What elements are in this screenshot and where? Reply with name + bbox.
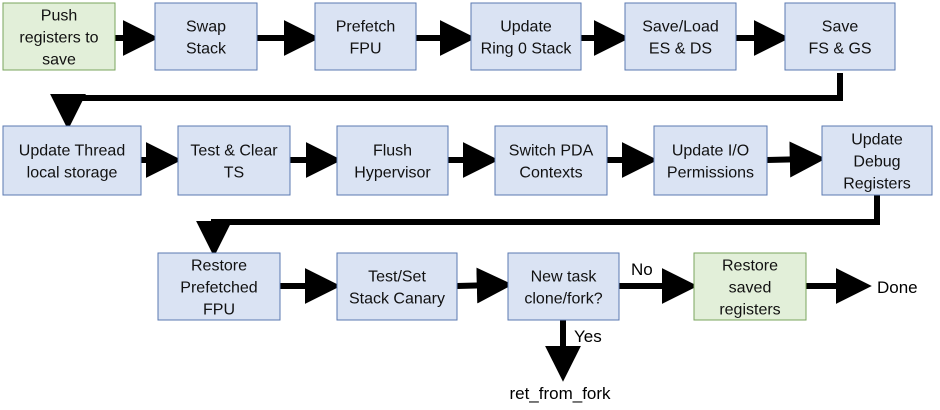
box-label-update-tls-line-2: local storage <box>27 165 118 182</box>
ret-from-fork-label: ret_from_fork <box>509 384 611 403</box>
box-label-update-ring0-line-2: Ring 0 Stack <box>481 41 573 58</box>
box-label-switch-pda-line-1: Switch PDA <box>509 143 594 160</box>
box-shape-save-load-es-ds <box>624 2 737 71</box>
arrow-save-fs-gs-to-update-tls <box>50 73 843 130</box>
box-shape-stack-canary <box>336 252 458 321</box>
box-shape-update-io <box>653 125 768 196</box>
box-label-push-line-1: Push <box>41 8 77 25</box>
box-label-switch-pda-line-2: Contexts <box>519 165 582 182</box>
box-label-test-clear-ts-line-2: TS <box>224 165 244 182</box>
box-label-update-debug-line-3: Registers <box>843 176 911 193</box>
arrow-update-debug-to-restore-fpu <box>196 195 880 257</box>
box-shape-restore-saved <box>693 252 807 321</box>
no-label: No <box>631 260 653 279</box>
box-label-update-tls-line-1: Update Thread <box>19 143 125 160</box>
box-restore-saved: Restore saved registers <box>693 252 807 321</box>
box-label-flush-hypervisor-line-1: Flush <box>373 143 412 160</box>
box-label-restore-saved-line-1: Restore <box>722 258 778 275</box>
box-shape-save-fs-gs <box>784 2 896 71</box>
box-switch-pda: Switch PDA Contexts <box>494 125 608 196</box>
yes-label: Yes <box>574 327 602 346</box>
box-new-task: New task clone/fork? <box>507 252 620 321</box>
box-shape-update-tls <box>2 125 142 196</box>
box-shape-restore-fpu <box>157 252 281 321</box>
box-save-fs-gs: Save FS & GS <box>784 2 896 71</box>
arrow-update-io-to-update-debug <box>766 141 826 178</box>
box-shape-new-task <box>507 252 620 321</box>
box-shape-update-debug <box>821 125 933 196</box>
box-label-swap-stack-line-1: Swap <box>186 19 226 36</box>
box-label-restore-fpu-line-2: Prefetched <box>180 280 257 297</box>
box-label-save-fs-gs-line-2: FS & GS <box>808 41 871 58</box>
box-label-restore-fpu-line-1: Restore <box>191 258 247 275</box>
box-label-prefetch-fpu-line-2: FPU <box>350 41 382 58</box>
box-label-push-line-3: save <box>42 52 76 69</box>
box-label-update-io-line-1: Update I/O <box>672 143 749 160</box>
box-label-flush-hypervisor-line-2: Hypervisor <box>354 165 431 182</box>
box-shape-switch-pda <box>494 125 608 196</box>
box-label-new-task-line-1: New task <box>531 269 598 286</box>
box-label-restore-fpu-line-3: FPU <box>203 302 235 319</box>
connectors <box>50 20 880 382</box>
box-shape-update-ring0 <box>470 2 582 71</box>
box-label-update-io-line-2: Permissions <box>667 165 754 182</box>
box-label-prefetch-fpu-line-1: Prefetch <box>336 19 396 36</box>
box-shape-swap-stack <box>154 2 258 71</box>
box-update-tls: Update Thread local storage <box>2 125 142 196</box>
box-label-update-debug-line-2: Debug <box>853 154 900 171</box>
box-label-save-load-es-ds-line-2: ES & DS <box>649 41 712 58</box>
box-label-save-fs-gs-line-1: Save <box>822 19 859 36</box>
box-label-update-debug-line-1: Update <box>851 132 903 149</box>
box-label-update-ring0-line-1: Update <box>500 19 552 36</box>
box-shape-push <box>2 2 116 71</box>
box-label-push-line-2: registers to <box>19 30 98 47</box>
box-save-load-es-ds: Save/Load ES & DS <box>624 2 737 71</box>
box-label-new-task-line-2: clone/fork? <box>524 291 602 308</box>
box-label-restore-saved-line-3: registers <box>719 302 780 319</box>
box-update-io: Update I/O Permissions <box>653 125 768 196</box>
box-label-save-load-es-ds-line-1: Save/Load <box>642 19 719 36</box>
box-label-swap-stack-line-2: Stack <box>186 41 227 58</box>
box-shape-prefetch-fpu <box>314 2 417 71</box>
box-shape-flush-hypervisor <box>336 125 449 196</box>
arrow-stack-canary-to-new-task <box>456 267 513 304</box>
box-push: Push registers to save <box>2 2 116 71</box>
box-label-restore-saved-line-2: saved <box>729 280 772 297</box>
box-label-stack-canary-line-1: Test/Set <box>368 269 426 286</box>
box-label-test-clear-ts-line-1: Test & Clear <box>190 143 278 160</box>
box-label-stack-canary-line-2: Stack Canary <box>349 291 445 308</box>
box-shape-test-clear-ts <box>177 125 291 196</box>
done-label: Done <box>877 278 918 297</box>
